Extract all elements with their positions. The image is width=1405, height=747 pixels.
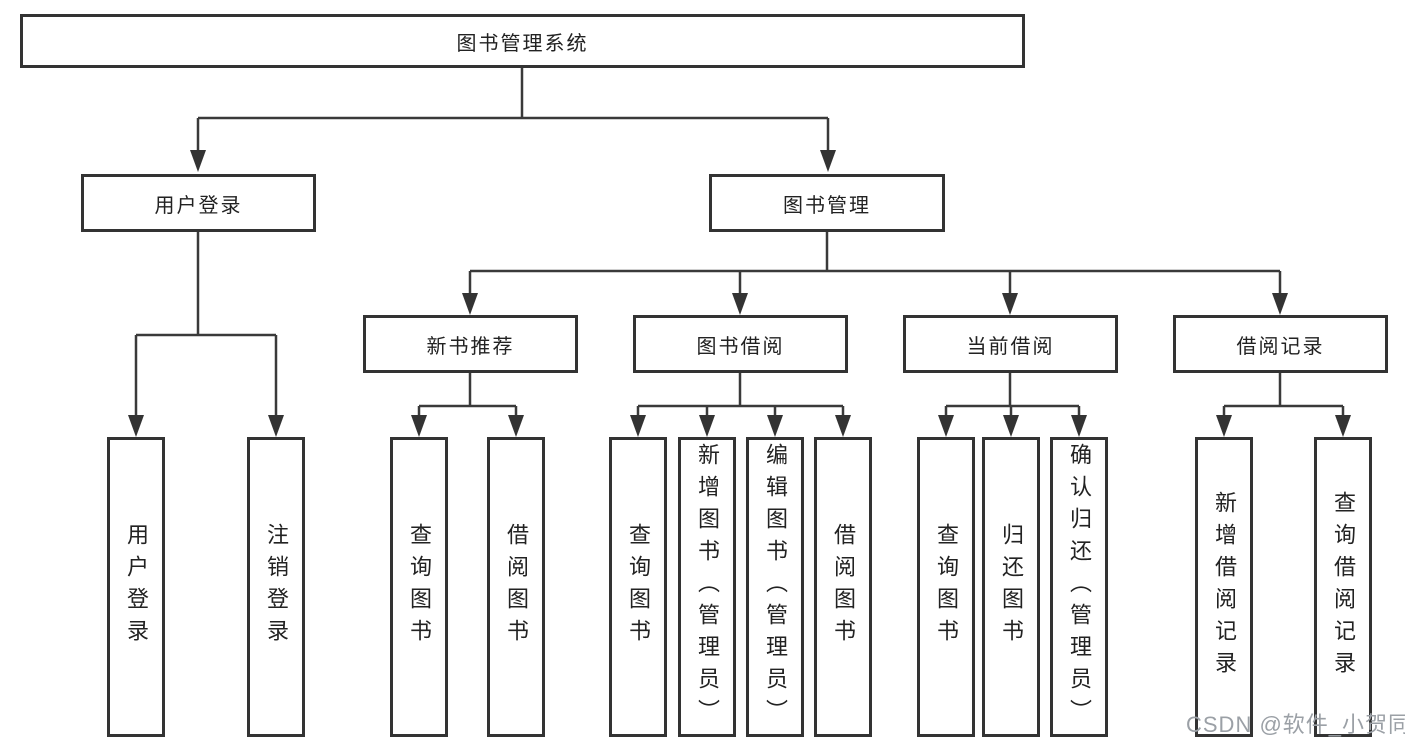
leaf-current-confirm-return-admin: 确认归还（管理员）: [1050, 437, 1108, 737]
node-user-login: 用户登录: [81, 174, 316, 232]
node-borrow-records: 借阅记录: [1173, 315, 1388, 373]
leaf-records-query-record: 查询借阅记录: [1314, 437, 1372, 737]
node-new-book-recommend: 新书推荐: [363, 315, 578, 373]
node-book-management: 图书管理: [709, 174, 945, 232]
leaf-current-return-book: 归还图书: [982, 437, 1040, 737]
leaf-records-add-record: 新增借阅记录: [1195, 437, 1253, 737]
leaf-newbook-borrow-book-label: 借阅图书: [504, 523, 529, 651]
leaf-borrow-borrow-book: 借阅图书: [814, 437, 872, 737]
node-current-borrow-label: 当前借阅: [966, 335, 1055, 358]
leaf-current-confirm-return-admin-label: 确认归还（管理员）: [1067, 443, 1092, 731]
leaf-newbook-query-book-label: 查询图书: [407, 523, 432, 651]
node-borrow-records-label: 借阅记录: [1236, 335, 1325, 358]
leaf-borrow-add-book-admin: 新增图书（管理员）: [678, 437, 736, 737]
leaf-user-login: 用户登录: [107, 437, 165, 737]
node-book-borrow: 图书借阅: [633, 315, 848, 373]
leaf-current-query-book: 查询图书: [917, 437, 975, 737]
leaf-borrow-edit-book-admin: 编辑图书（管理员）: [746, 437, 804, 737]
node-new-book-recommend-label: 新书推荐: [426, 335, 515, 358]
leaf-records-add-record-label: 新增借阅记录: [1212, 491, 1237, 683]
leaf-newbook-query-book: 查询图书: [390, 437, 448, 737]
leaf-current-return-book-label: 归还图书: [999, 523, 1024, 651]
node-root-label: 图书管理系统: [456, 32, 589, 55]
node-root-system: 图书管理系统: [20, 14, 1025, 68]
leaf-user-login-label: 用户登录: [124, 523, 149, 651]
leaf-logout-login-label: 注销登录: [264, 523, 289, 651]
leaf-borrow-add-book-admin-label: 新增图书（管理员）: [695, 443, 720, 731]
node-book-management-label: 图书管理: [783, 194, 871, 217]
leaf-borrow-query-book: 查询图书: [609, 437, 667, 737]
leaf-borrow-edit-book-admin-label: 编辑图书（管理员）: [763, 443, 788, 731]
node-user-login-label: 用户登录: [154, 194, 243, 217]
node-book-borrow-label: 图书借阅: [696, 335, 785, 358]
leaf-borrow-borrow-book-label: 借阅图书: [831, 523, 856, 651]
leaf-current-query-book-label: 查询图书: [934, 523, 959, 651]
leaf-borrow-query-book-label: 查询图书: [626, 523, 651, 651]
leaf-records-query-record-label: 查询借阅记录: [1331, 491, 1356, 683]
leaf-logout-login: 注销登录: [247, 437, 305, 737]
node-current-borrow: 当前借阅: [903, 315, 1118, 373]
csdn-watermark: CSDN @软件_小贺同学: [1186, 712, 1405, 737]
leaf-newbook-borrow-book: 借阅图书: [487, 437, 545, 737]
arrowheads: [128, 150, 1351, 437]
